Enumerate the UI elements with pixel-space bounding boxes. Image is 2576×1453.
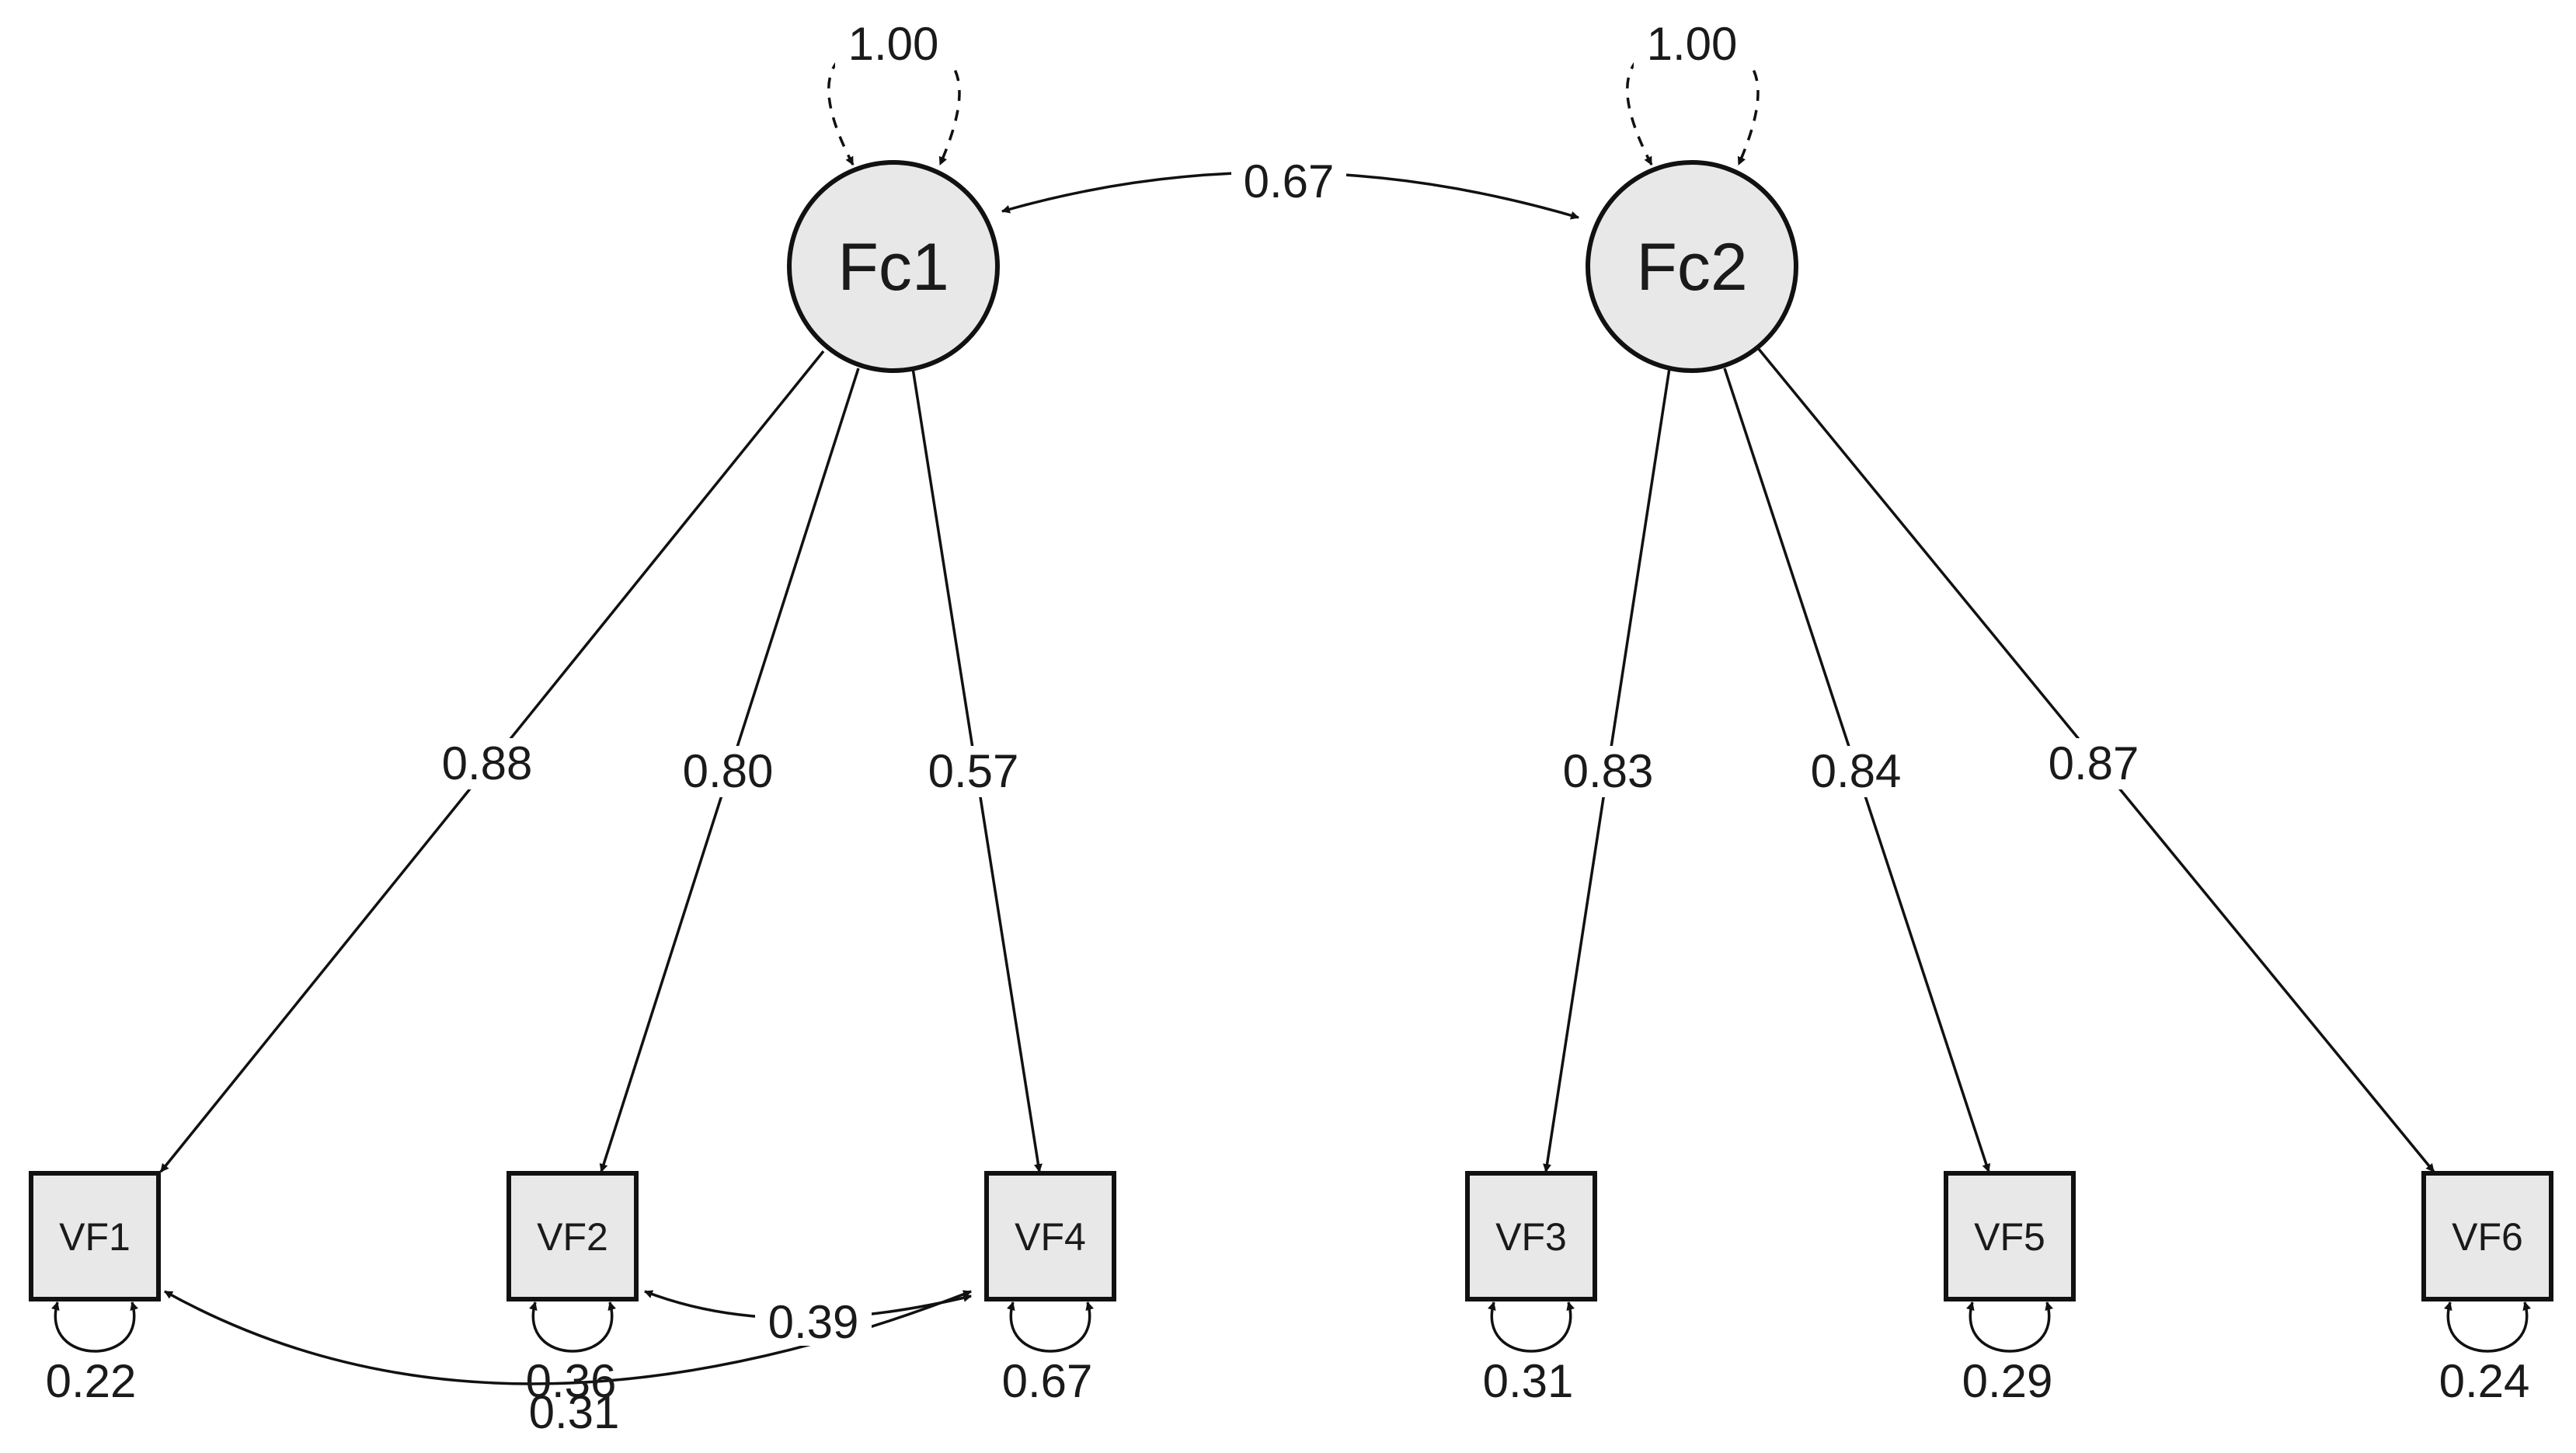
loading-fc2-vf5: 0.84 — [1723, 368, 1991, 1173]
residual-label-vf5: 0.29 — [1962, 1355, 2053, 1407]
loading-label-fc2-vf6: 0.87 — [2049, 737, 2139, 789]
observed-label-vf5: VF5 — [1974, 1215, 2045, 1259]
latent-variance-fc2: 1.00 — [1626, 17, 1760, 166]
observed-box-vf4 — [984, 1171, 1116, 1301]
residual-loop-vf4 — [1007, 1301, 1094, 1353]
residual-loop-vf1 — [51, 1301, 138, 1353]
variance-label-fc2: 1.00 — [1647, 18, 1738, 70]
residual-loop-vf6 — [2444, 1301, 2531, 1353]
observed-node-vf5: VF5 0.29 — [1944, 1171, 2076, 1407]
residual-label-vf4: 0.67 — [1002, 1355, 1093, 1407]
observed-node-vf6: VF6 0.24 — [2421, 1171, 2553, 1407]
observed-node-vf3: VF3 0.31 — [1465, 1171, 1597, 1407]
loading-label-fc1-vf1: 0.88 — [442, 737, 533, 789]
loading-fc1-vf4: 0.57 — [911, 368, 1043, 1173]
loading-fc2-vf6: 0.87 — [1756, 347, 2435, 1173]
loading-fc2-vf3: 0.83 — [1543, 368, 1671, 1173]
residual-label-vf1: 0.22 — [46, 1355, 137, 1407]
observed-node-vf2: VF2 0.36 — [506, 1171, 639, 1407]
loading-label-fc1-vf4: 0.57 — [928, 745, 1019, 797]
residual-label-vf3: 0.31 — [1483, 1355, 1574, 1407]
covariance-label-fc1-fc2: 0.67 — [1244, 155, 1335, 207]
residual-label-vf6: 0.24 — [2439, 1355, 2530, 1407]
latent-node-fc2: Fc2 — [1586, 160, 1798, 373]
residual-loop-vf5 — [1966, 1301, 2053, 1353]
loading-label-fc2-vf3: 0.83 — [1563, 745, 1654, 797]
observed-label-vf6: VF6 — [2452, 1215, 2523, 1259]
covariance-label-vf2-vf4: 0.39 — [768, 1296, 859, 1348]
observed-label-vf2: VF2 — [537, 1215, 608, 1259]
observed-node-vf4: VF4 0.67 — [984, 1171, 1116, 1407]
observed-box-vf3 — [1465, 1171, 1597, 1301]
latent-label-fc1: Fc1 — [837, 230, 949, 305]
loading-fc1-vf2: 0.80 — [599, 368, 860, 1173]
observed-node-vf1: VF1 0.22 — [29, 1171, 161, 1407]
observed-box-vf6 — [2421, 1171, 2553, 1301]
loading-label-fc2-vf5: 0.84 — [1811, 745, 1902, 797]
observed-label-vf1: VF1 — [59, 1215, 131, 1259]
covariance-fc1-fc2: 0.67 — [1001, 154, 1580, 220]
residual-loop-vf3 — [1488, 1301, 1575, 1353]
latent-circle-fc1 — [787, 160, 1000, 373]
residual-label-vf2: 0.36 — [526, 1355, 617, 1407]
latent-node-fc1: Fc1 — [787, 160, 1000, 373]
loading-label-fc1-vf2: 0.80 — [683, 745, 774, 797]
observed-box-vf2 — [506, 1171, 639, 1301]
covariance-label-vf1-vf4: 0.31 — [529, 1386, 620, 1438]
observed-box-vf5 — [1944, 1171, 2076, 1301]
observed-label-vf4: VF4 — [1015, 1215, 1086, 1259]
residual-loop-vf2 — [529, 1301, 616, 1353]
latent-variance-fc1: 1.00 — [827, 17, 961, 166]
variance-label-fc1: 1.00 — [848, 18, 939, 70]
latent-circle-fc2 — [1586, 160, 1798, 373]
covariance-vf2-vf4: 0.39 — [643, 1290, 973, 1348]
observed-label-vf3: VF3 — [1495, 1215, 1567, 1259]
observed-box-vf1 — [29, 1171, 161, 1301]
latent-label-fc2: Fc2 — [1636, 230, 1747, 305]
loading-fc1-vf1: 0.88 — [159, 350, 825, 1173]
